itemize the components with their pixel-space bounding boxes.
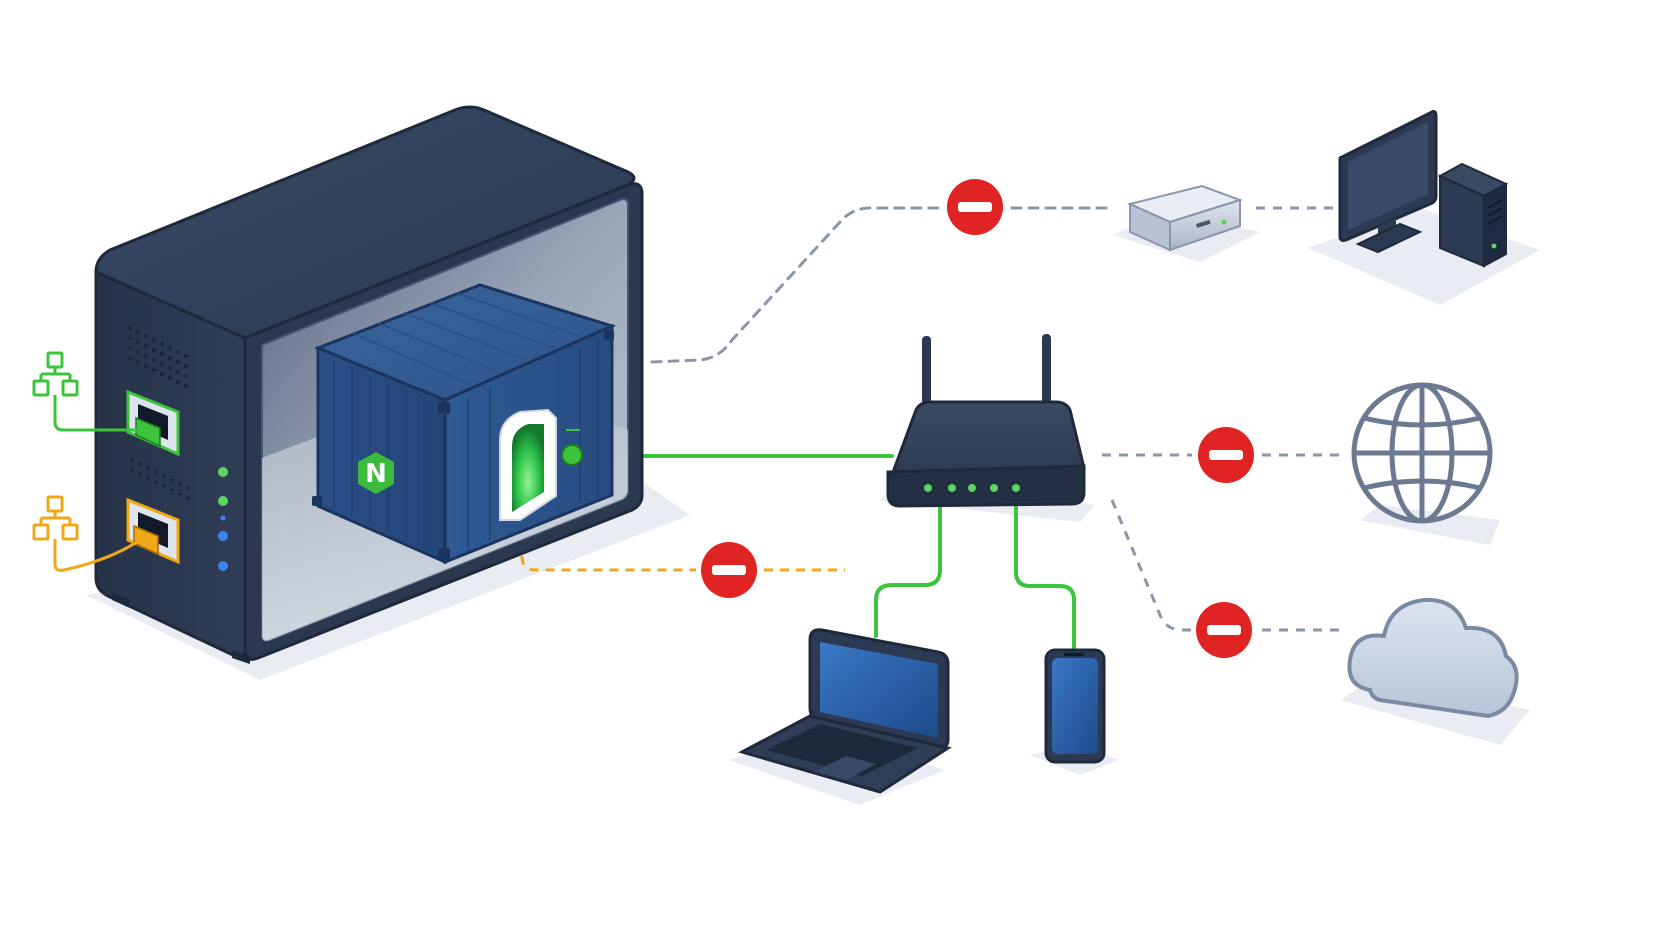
router-leds [924, 484, 1020, 492]
allowed-link-router-laptop [874, 504, 942, 638]
allowed-link-router-phone [1014, 504, 1076, 656]
container-door [499, 408, 557, 521]
ethernet-port-primary [126, 389, 180, 457]
vent-grille-middle [130, 458, 190, 500]
blocked-badge-router-cloud [1196, 602, 1252, 658]
internet-globe-icon [1351, 382, 1493, 524]
nas-box [1126, 184, 1244, 252]
blocked-link-container-secondary-lan [520, 508, 845, 572]
desktop-computer [1338, 110, 1509, 268]
cloud-icon [1347, 597, 1519, 719]
lan-primary-network-tree-icon [32, 351, 140, 432]
vent-grille-top [128, 326, 188, 388]
container-link-node [561, 444, 583, 466]
blocked-link-router-cloud [1110, 499, 1345, 632]
laptop [738, 628, 952, 794]
blocked-badge-container-lan [701, 542, 757, 598]
ethernet-port-secondary [126, 497, 180, 565]
blocked-badge-server-nas [947, 179, 1003, 235]
blocked-link-server-nas [650, 206, 1114, 364]
lan-secondary-network-tree-icon [32, 495, 141, 572]
status-leds [218, 467, 228, 571]
logo-letter: N [365, 459, 387, 489]
container-logo: N [358, 452, 394, 494]
router-antenna-left [922, 336, 931, 416]
router-antenna-right [1042, 334, 1051, 414]
smartphone [1044, 648, 1106, 764]
blocked-badge-router-internet [1198, 427, 1254, 483]
wifi-router [886, 334, 1086, 508]
container: N [312, 283, 617, 565]
